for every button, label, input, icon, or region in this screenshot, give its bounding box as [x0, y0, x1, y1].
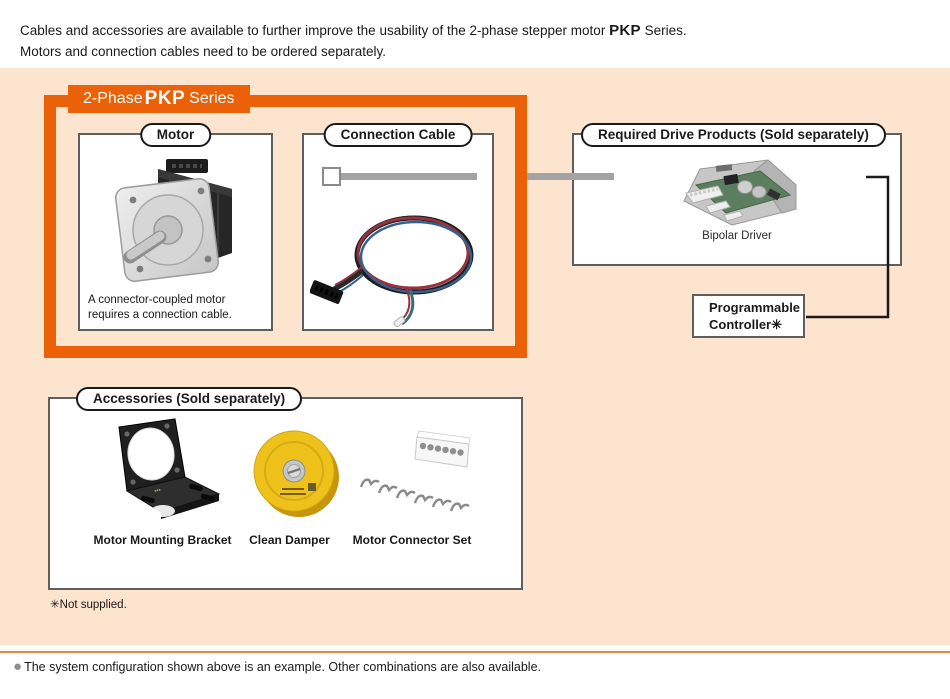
- bipolar-driver-image: [683, 159, 797, 226]
- pkp-series-name: PKP: [609, 22, 641, 39]
- connection-cable-title: Connection Cable: [323, 123, 473, 147]
- cable-connector-terminal: [322, 167, 341, 186]
- footer-divider: [0, 651, 950, 653]
- motor-caption: A connector-coupled motor requires a con…: [88, 294, 232, 321]
- motor-mounting-bracket-image: ▪▪▪: [118, 418, 221, 519]
- accessory-label: Clean Damper: [249, 533, 330, 547]
- bipolar-driver-label: Bipolar Driver: [702, 230, 772, 242]
- connection-cable-image: [310, 215, 474, 328]
- accessory-label: Motor Connector Set: [352, 533, 472, 547]
- motor-box: Motor A connector-coupled motor requires…: [78, 123, 273, 331]
- clean-damper-image: [253, 430, 339, 517]
- cable-connector-line: [338, 173, 477, 180]
- pkp-series-model: PKP: [144, 88, 186, 109]
- bullet-icon: ●: [13, 658, 23, 675]
- drive-products-title: Required Drive Products (Sold separately…: [581, 123, 886, 147]
- connection-cable-box: Connection Cable: [302, 123, 494, 331]
- footer-note-text: The system configuration shown above is …: [24, 659, 542, 674]
- intro-line-1: Cables and accessories are available to …: [20, 22, 687, 39]
- not-supplied-note: ✳Not supplied.: [50, 599, 127, 611]
- driver-connector-line: [527, 173, 614, 180]
- accessories-title: Accessories (Sold separately): [76, 387, 303, 411]
- footer-note: ● The system configuration shown above i…: [13, 659, 541, 674]
- programmable-controller-box: Programmable Controller✳: [692, 294, 805, 338]
- svg-text:▪▪▪: ▪▪▪: [154, 487, 162, 495]
- pkp-series-banner: 2-Phase PKP Series: [68, 85, 250, 113]
- motor-connector-set-image: [359, 430, 471, 512]
- stepper-motor-image: [115, 159, 232, 282]
- drive-products-box: Required Drive Products (Sold separately…: [572, 123, 902, 266]
- accessory-label: Motor Mounting Bracket: [93, 533, 232, 547]
- motor-box-title: Motor: [139, 123, 212, 147]
- accessories-box: Accessories (Sold separately) ▪▪▪: [48, 387, 523, 590]
- intro-line-2: Motors and connection cables need to be …: [20, 44, 386, 59]
- intro-text: Cables and accessories are available to …: [20, 20, 687, 62]
